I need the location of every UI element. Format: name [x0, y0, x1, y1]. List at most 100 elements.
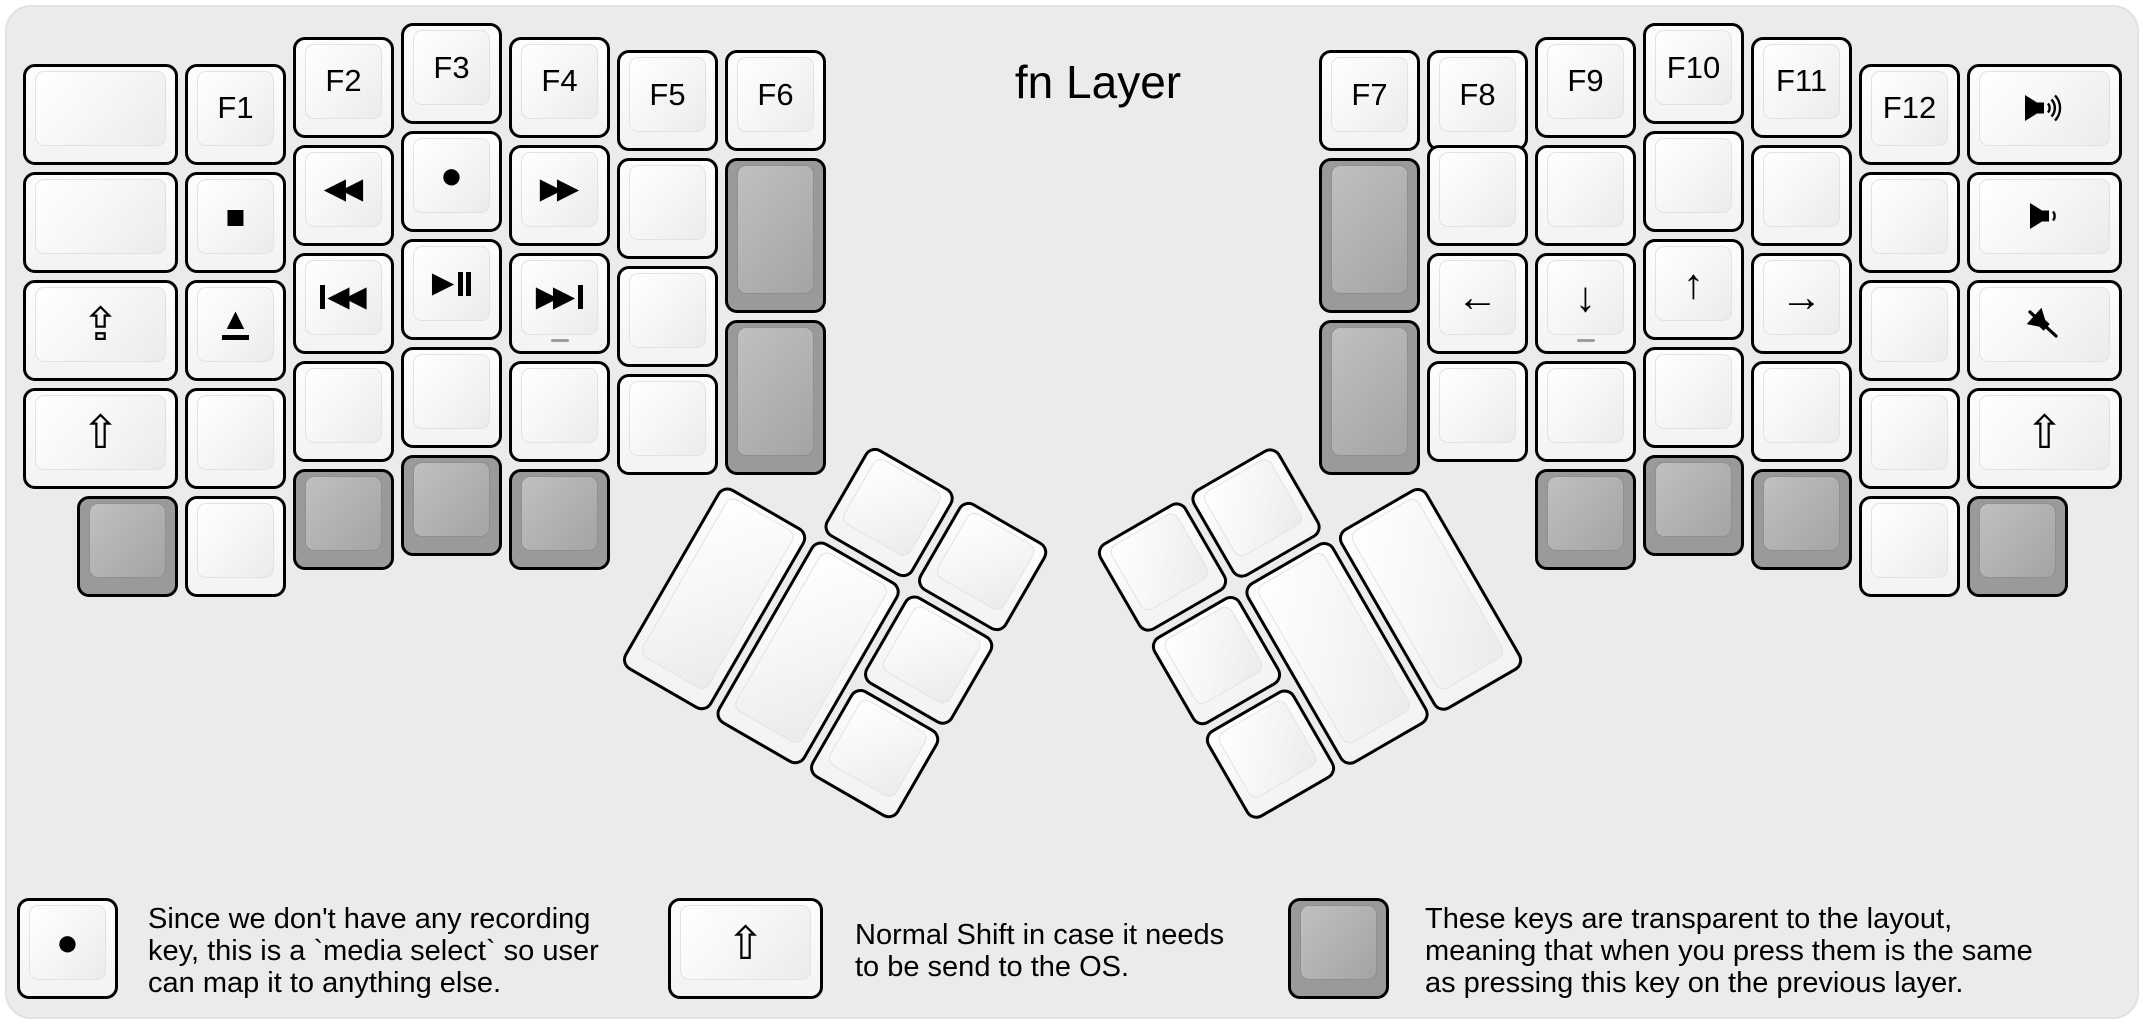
- key-caps-lock[interactable]: ⇪: [23, 279, 178, 381]
- key-f12-text: F12: [1882, 90, 1937, 125]
- key-caps-lock-cap: [35, 286, 166, 362]
- key-blank-r1[interactable]: [1427, 144, 1528, 246]
- key-f4[interactable]: F4: [509, 36, 610, 138]
- key-l-outer-r2[interactable]: [23, 171, 178, 273]
- record-glyph: ●: [440, 154, 463, 197]
- key-transparent-l-bottom[interactable]: [725, 320, 826, 475]
- key-transparent-r-bottom[interactable]: [1319, 320, 1420, 475]
- key-f10[interactable]: F10: [1643, 23, 1744, 124]
- key-media-select[interactable]: ●: [401, 131, 502, 232]
- key-blank-r5[interactable]: [1859, 171, 1960, 273]
- key-f1[interactable]: F1: [185, 63, 286, 165]
- key-f9[interactable]: F9: [1535, 36, 1636, 138]
- key-play-pause[interactable]: ▶: [401, 239, 502, 340]
- next-track-bar: [578, 285, 584, 309]
- key-transparent-r-b3[interactable]: [1751, 468, 1852, 570]
- key-l-outer-r1[interactable]: [23, 63, 178, 165]
- key-fast-forward[interactable]: ▶▶: [509, 144, 610, 246]
- arrow-up-icon: ↑: [1646, 242, 1741, 325]
- key-blank-r9[interactable]: [1643, 347, 1744, 448]
- key-blank-l4[interactable]: [293, 360, 394, 462]
- key-rewind[interactable]: ◀◀: [293, 144, 394, 246]
- key-arrow-left[interactable]: ←: [1427, 252, 1528, 354]
- key-f8-label: F8: [1430, 53, 1525, 136]
- key-blank-r4[interactable]: [1751, 144, 1852, 246]
- key-f11[interactable]: F11: [1751, 36, 1852, 138]
- arrow-down-glyph: ↓: [1575, 273, 1596, 320]
- key-l-outer-r1-cap: [35, 70, 166, 146]
- key-blank-l2[interactable]: [617, 266, 718, 367]
- key-f8[interactable]: F8: [1427, 50, 1528, 151]
- key-mute[interactable]: [1967, 279, 2122, 381]
- key-blank-r3[interactable]: [1643, 131, 1744, 232]
- key-blank-r11[interactable]: [1859, 387, 1960, 489]
- key-arrow-down[interactable]: ↓: [1535, 252, 1636, 354]
- key-transparent-r-b3-cap: [1763, 475, 1840, 551]
- key-blank-l3[interactable]: [185, 387, 286, 489]
- key-stop[interactable]: ■: [185, 171, 286, 273]
- key-transparent-l-bottom-cap: [737, 327, 814, 456]
- key-shift-left-cap: [35, 394, 166, 470]
- key-blank-r8[interactable]: [1535, 360, 1636, 462]
- key-f6[interactable]: F6: [725, 50, 826, 151]
- key-f5[interactable]: F5: [617, 50, 718, 151]
- next-track-icon: ▶▶: [512, 256, 607, 339]
- key-transparent-r-top[interactable]: [1319, 158, 1420, 313]
- caps-lock-glyph: ⇪: [81, 298, 120, 350]
- key-shift-left[interactable]: ⇧: [23, 387, 178, 489]
- pause-bar-2: [466, 271, 472, 296]
- key-f5-text: F5: [649, 76, 686, 112]
- record-icon: ●: [404, 134, 499, 217]
- key-f7[interactable]: F7: [1319, 50, 1420, 151]
- arrow-down-icon: ↓: [1538, 256, 1633, 339]
- key-blank-l5[interactable]: [401, 347, 502, 448]
- key-blank-r7[interactable]: [1427, 360, 1528, 462]
- shift-icon: ⇧: [26, 391, 175, 474]
- key-transparent-l-top[interactable]: [725, 158, 826, 313]
- key-arrow-up[interactable]: ↑: [1643, 239, 1744, 340]
- key-arrow-down-cap: [1547, 259, 1624, 335]
- legend-transparent-key[interactable]: [1288, 898, 1389, 999]
- key-arrow-right[interactable]: →: [1751, 252, 1852, 354]
- key-f3[interactable]: F3: [401, 23, 502, 124]
- key-transparent-r-b2[interactable]: [1643, 455, 1744, 556]
- shift-glyph: ⇧: [726, 916, 765, 969]
- legend-transparent-key-cap: [1300, 905, 1377, 980]
- key-f2[interactable]: F2: [293, 36, 394, 138]
- key-blank-l6[interactable]: [509, 360, 610, 462]
- play-pause-icon: ▶: [404, 242, 499, 325]
- key-blank-l1[interactable]: [617, 158, 718, 259]
- legend-normal-shift-key[interactable]: ⇧: [668, 898, 823, 999]
- key-prev-track[interactable]: ◀◀: [293, 252, 394, 354]
- key-volume-down[interactable]: [1967, 171, 2122, 273]
- key-transparent-l-b4[interactable]: [509, 468, 610, 570]
- legend-normal-shift-line-1: Normal Shift in case it needs: [855, 919, 1225, 951]
- rewind-glyph: ◀◀: [323, 172, 363, 205]
- key-transparent-l-b1[interactable]: [77, 495, 178, 597]
- key-blank-r2[interactable]: [1535, 144, 1636, 246]
- key-next-track[interactable]: ▶▶: [509, 252, 610, 354]
- key-shift-right-cap: [1979, 394, 2110, 470]
- key-volume-up[interactable]: [1967, 63, 2122, 165]
- legend-media-select-line-3: can map it to anything else.: [148, 967, 502, 999]
- key-f12-cap: [1871, 70, 1948, 146]
- key-volume-up-cap: [1979, 70, 2110, 146]
- legend-media-select-key[interactable]: ●: [17, 898, 118, 999]
- key-shift-right[interactable]: ⇧: [1967, 387, 2122, 489]
- key-transparent-l-b3[interactable]: [401, 455, 502, 556]
- key-transparent-r-b1[interactable]: [1535, 468, 1636, 570]
- key-eject[interactable]: ▲: [185, 279, 286, 381]
- key-transparent-l-b2[interactable]: [293, 468, 394, 570]
- key-blank-r6[interactable]: [1859, 279, 1960, 381]
- key-blank-r10[interactable]: [1751, 360, 1852, 462]
- key-blank-l7[interactable]: [617, 374, 718, 475]
- key-f7-cap: [1331, 57, 1408, 132]
- legend-transparent-line-1: These keys are transparent to the layout…: [1425, 903, 1953, 935]
- key-transparent-r-b4[interactable]: [1967, 495, 2068, 597]
- mute-icon: [1970, 283, 2119, 366]
- key-blank-r12[interactable]: [1859, 495, 1960, 597]
- shift-glyph: ⇧: [2025, 406, 2064, 458]
- key-f12[interactable]: F12: [1859, 63, 1960, 165]
- volume-down-icon: [1970, 175, 2119, 258]
- key-blank-l8[interactable]: [185, 495, 286, 597]
